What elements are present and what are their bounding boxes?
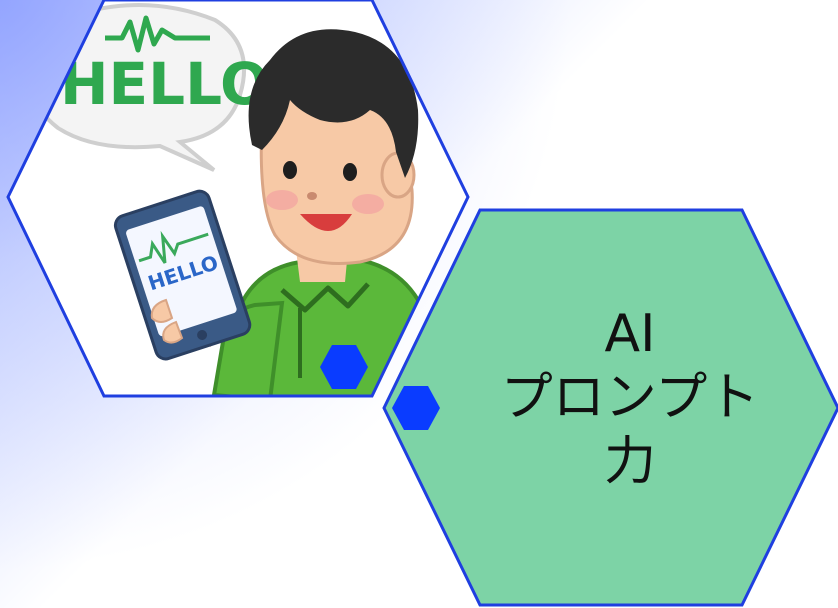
marker-hexagon-text bbox=[392, 386, 440, 430]
smartphone: HELLO bbox=[113, 189, 252, 361]
speech-bubble-text: HELLO bbox=[60, 50, 269, 118]
illustration-hexagon-border bbox=[6, 0, 470, 398]
person-illustration: HELLO bbox=[8, 0, 468, 396]
text-hexagon bbox=[382, 208, 838, 607]
green-hexagon-shape bbox=[382, 208, 838, 607]
marker-hexagon-illustration bbox=[320, 345, 368, 389]
illustration-hexagon: HELLO bbox=[6, 0, 470, 398]
waveform-icon bbox=[105, 15, 210, 53]
